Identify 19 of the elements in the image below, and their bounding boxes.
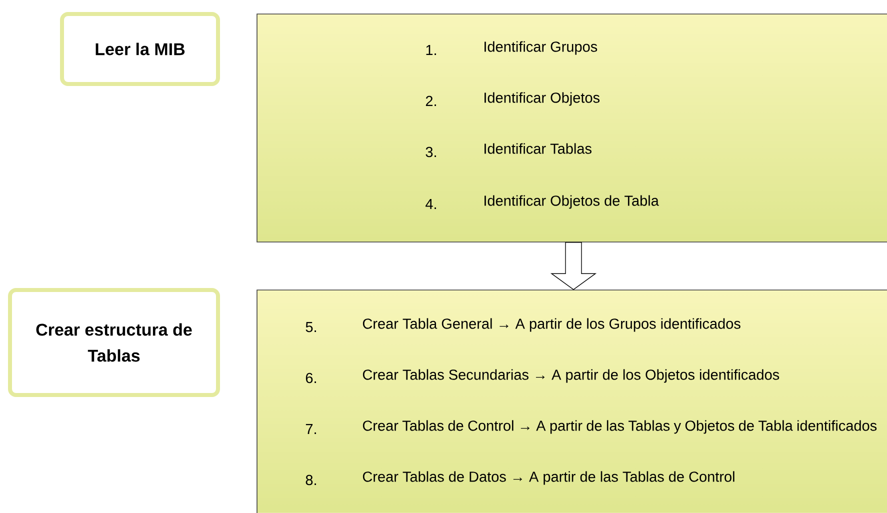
step-box: Leer la MIB: [60, 12, 220, 86]
list-item: Identificar Objetos: [484, 92, 600, 106]
list-item: Identificar Tablas: [484, 143, 592, 154]
list-number: 7.: [306, 424, 316, 434]
list-item: Identificar Objetos de Tabla: [484, 195, 659, 209]
step-box: Crear estructura de Tablas: [8, 288, 220, 397]
list-item: Crear Tabla General → A partir de los Grupos identificados: [362, 318, 740, 332]
list-item: Identificar Grupos: [484, 41, 598, 55]
list-number: 1.: [426, 45, 436, 55]
list-number: 5.: [306, 322, 316, 332]
block-arrow: [550, 242, 597, 290]
list-number: 4.: [426, 199, 436, 209]
list-number: 8.: [306, 474, 316, 486]
list-item: Crear Tablas Secundarias → A partir de los Objetos identificados: [362, 369, 780, 383]
list-item: Crear Tablas de Datos → A partir de las Tablas de Control: [362, 471, 734, 485]
list-number: 6.: [306, 372, 316, 384]
list-item: Crear Tablas de Control → A partir de las Tablas y Objetos de Tabla identificados: [362, 420, 877, 434]
list-number: 2.: [426, 96, 436, 106]
list-number: 3.: [426, 146, 436, 158]
